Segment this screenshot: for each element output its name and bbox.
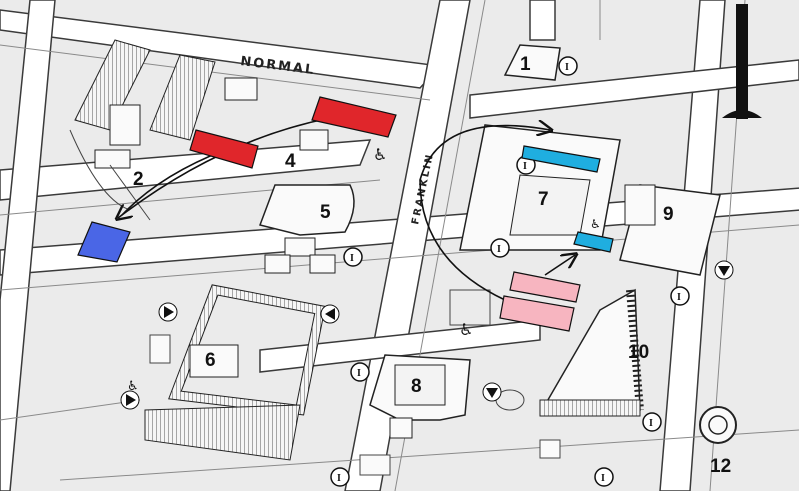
info-markers: I I I I I I I I I bbox=[330, 56, 690, 487]
road-top-right bbox=[529, 0, 556, 41]
entrance-arrow-icon bbox=[120, 390, 140, 410]
highlight-pink-box-top[interactable] bbox=[509, 271, 581, 303]
highlight-red-box-left[interactable] bbox=[189, 129, 259, 169]
building-number: 12 bbox=[710, 456, 731, 477]
building-10[interactable] bbox=[539, 288, 644, 417]
accessible-icon: ♿ bbox=[373, 145, 387, 164]
building-12[interactable] bbox=[699, 406, 737, 444]
svg-text:I: I bbox=[497, 244, 501, 255]
info-icon: I bbox=[670, 286, 690, 306]
building-6[interactable] bbox=[144, 284, 326, 461]
building-number: 7 bbox=[538, 189, 549, 210]
building-8[interactable] bbox=[369, 354, 471, 439]
accessible-icon: ♿ bbox=[459, 320, 473, 339]
info-icon: I bbox=[350, 362, 370, 382]
building-number: 5 bbox=[320, 202, 331, 223]
accessible-icon: ♿ bbox=[590, 217, 601, 231]
route-arrow-pink-to-cyan-small bbox=[544, 255, 575, 276]
road-franklin bbox=[344, 0, 471, 491]
building-number: 8 bbox=[411, 376, 422, 397]
highlight-cyan-box-top[interactable] bbox=[521, 145, 601, 173]
info-icon: I bbox=[330, 467, 350, 487]
highlight-cyan-box-small[interactable] bbox=[573, 231, 614, 253]
info-icon: I bbox=[594, 467, 614, 487]
building-7[interactable] bbox=[459, 124, 621, 251]
highlight-blue-box[interactable] bbox=[77, 221, 131, 263]
svg-text:I: I bbox=[601, 473, 605, 484]
svg-text:I: I bbox=[565, 62, 569, 73]
building-number: 10 bbox=[628, 342, 649, 363]
building-9[interactable] bbox=[619, 184, 721, 276]
route-arrow-pink-to-cyan bbox=[419, 126, 550, 301]
svg-text:I: I bbox=[357, 368, 361, 379]
svg-text:I: I bbox=[350, 253, 354, 264]
entrance-arrow-icon bbox=[482, 382, 502, 402]
entrance-arrow-icon bbox=[158, 302, 178, 322]
svg-text:I: I bbox=[337, 473, 341, 484]
entrance-arrow-icon bbox=[714, 260, 734, 280]
info-icon: I bbox=[642, 412, 662, 432]
road-normal bbox=[0, 9, 442, 89]
building-4[interactable] bbox=[224, 77, 329, 151]
building-number: 9 bbox=[663, 204, 674, 225]
svg-text:I: I bbox=[677, 292, 681, 303]
building-1[interactable] bbox=[503, 44, 561, 81]
info-icon: I bbox=[490, 238, 510, 258]
building-number: 4 bbox=[285, 151, 296, 172]
info-icon: I bbox=[558, 56, 578, 76]
highlight-boxes bbox=[77, 96, 614, 332]
svg-text:I: I bbox=[649, 418, 653, 429]
building-5[interactable] bbox=[259, 184, 355, 274]
entrance-arrow-icon bbox=[320, 304, 340, 324]
building-number: 1 bbox=[520, 54, 531, 75]
highlight-red-box-right[interactable] bbox=[311, 96, 397, 138]
info-icon: I bbox=[516, 155, 536, 175]
accessible-icon: ♿ bbox=[127, 379, 139, 394]
building-number: 2 bbox=[133, 169, 144, 190]
road-top-crossing bbox=[469, 59, 799, 119]
info-icon: I bbox=[343, 247, 363, 267]
entrance-markers bbox=[120, 260, 734, 410]
highlight-pink-box-bottom[interactable] bbox=[499, 295, 575, 332]
svg-text:I: I bbox=[523, 161, 527, 172]
building-2[interactable] bbox=[74, 39, 216, 169]
north-arrow-icon bbox=[722, 4, 762, 119]
building-number: 6 bbox=[205, 350, 216, 371]
road-lower bbox=[259, 319, 541, 373]
misc-structures bbox=[149, 289, 561, 476]
road-left-vertical bbox=[0, 0, 56, 491]
accessible-markers: ♿ ♿ ♿ ♿ bbox=[127, 145, 601, 394]
